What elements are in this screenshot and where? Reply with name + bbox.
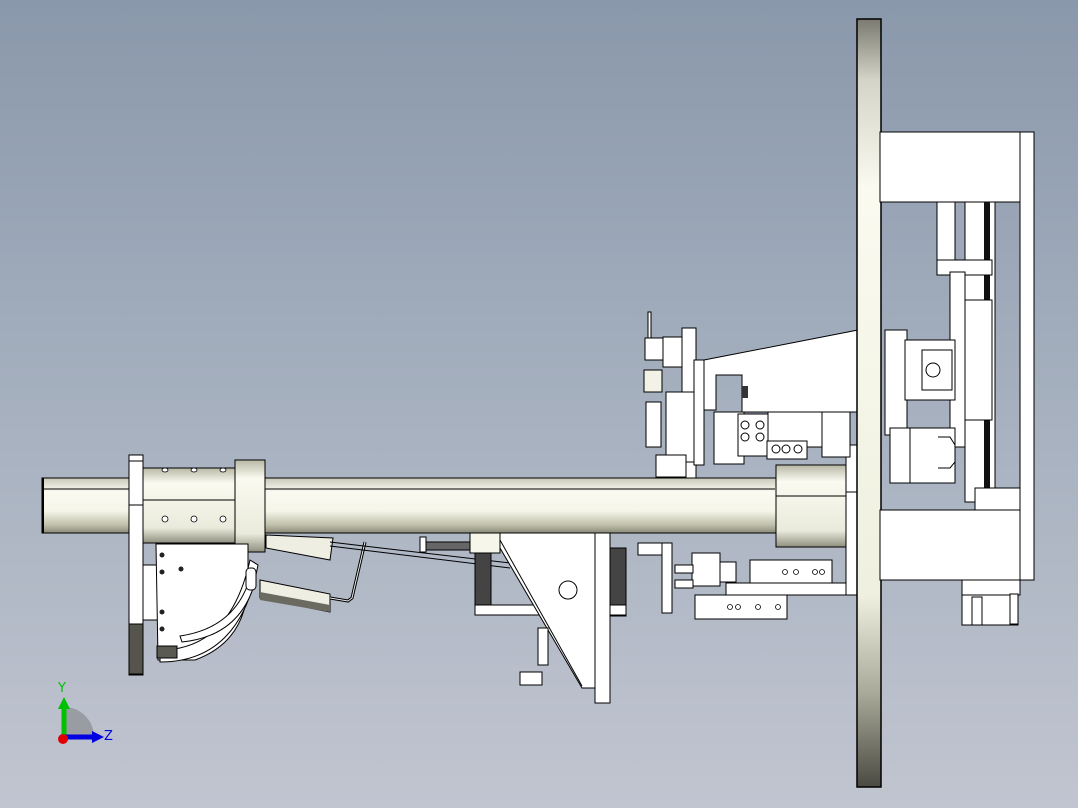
triad-plane-icon [64, 707, 94, 737]
pneumatic-cylinder-lower[interactable] [637, 542, 853, 620]
shaft-sleeve[interactable] [142, 467, 237, 544]
coordinate-triad: Y Z [50, 681, 120, 755]
shaft-end-housing[interactable] [775, 444, 859, 596]
curved-guide-bracket[interactable] [142, 543, 259, 663]
shaft-flange[interactable] [128, 454, 144, 676]
pneumatic-cylinder-upper[interactable] [643, 311, 859, 479]
slotted-bar[interactable] [259, 541, 367, 613]
z-axis-label: Z [104, 729, 113, 744]
linear-rail-module[interactable] [879, 131, 1035, 581]
servo-motor[interactable] [961, 579, 1021, 626]
y-axis-label: Y [58, 681, 66, 696]
vertical-base-plate[interactable] [856, 18, 882, 788]
spring-support-bracket[interactable] [469, 532, 627, 704]
shaft-collar[interactable] [234, 459, 266, 553]
x-axis-dot-icon [58, 734, 68, 744]
